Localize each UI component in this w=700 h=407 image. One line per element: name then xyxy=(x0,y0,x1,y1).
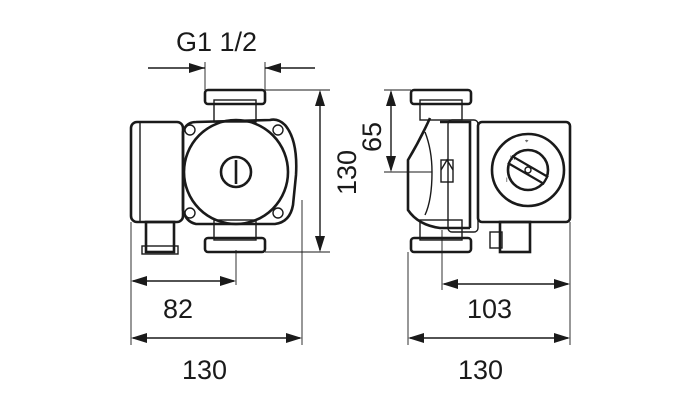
side-width-label: 130 xyxy=(458,355,503,385)
flow-arrow xyxy=(440,159,454,183)
thread-size-label: G1 1/2 xyxy=(176,27,257,57)
side-depth-label: 103 xyxy=(467,294,512,324)
speed-selector-dial xyxy=(490,132,566,208)
side-terminal-box xyxy=(498,220,532,254)
svg-text:I: I xyxy=(506,178,508,184)
front-motor-block xyxy=(129,120,185,224)
front-bottom-flange xyxy=(203,236,267,254)
svg-text:III: III xyxy=(510,156,515,162)
front-housing xyxy=(181,118,298,226)
svg-text:⌖: ⌖ xyxy=(525,139,529,145)
front-width-label: 130 xyxy=(182,355,227,385)
front-depth-label: 82 xyxy=(163,294,193,324)
side-top-flange xyxy=(409,88,473,106)
side-height-label: 65 xyxy=(357,122,387,152)
front-height-label: 130 xyxy=(332,150,362,195)
side-bottom-flange xyxy=(409,236,473,254)
front-top-flange xyxy=(203,88,267,106)
front-terminal-box xyxy=(144,220,176,254)
front-view xyxy=(129,62,330,345)
front-bolt xyxy=(272,124,284,136)
front-bolt xyxy=(272,207,284,219)
front-center-cap xyxy=(219,155,253,189)
front-bolt xyxy=(184,207,196,219)
side-pump-body xyxy=(406,117,470,230)
front-bolt xyxy=(184,124,196,136)
side-view: III I ⌖ xyxy=(384,88,572,345)
